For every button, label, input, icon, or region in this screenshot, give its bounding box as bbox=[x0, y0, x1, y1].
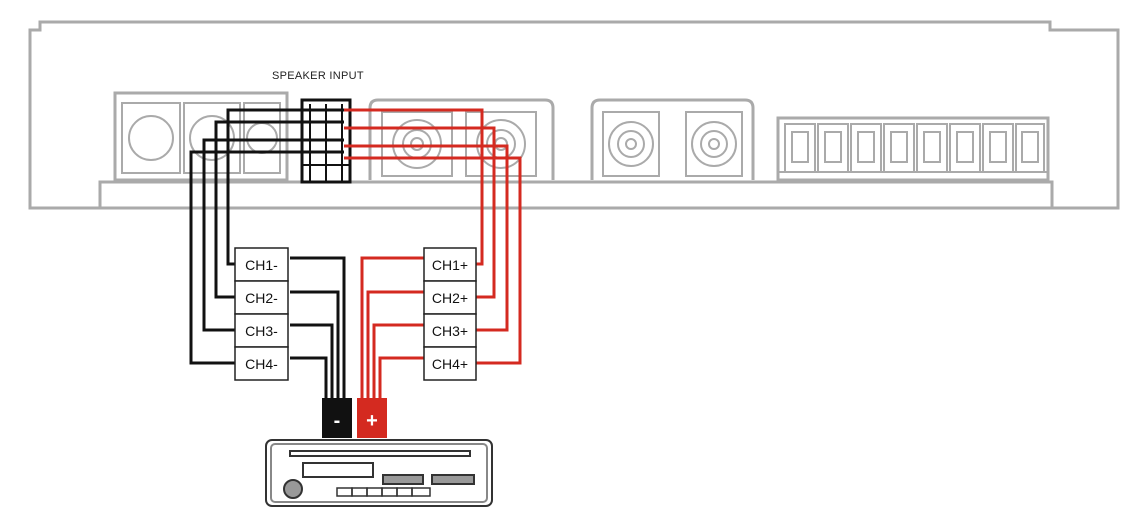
wire-ch4-negative bbox=[189, 150, 344, 365]
negative-plug bbox=[322, 398, 352, 438]
wire-ch4-positive bbox=[344, 156, 522, 365]
wire-positive-bundle-4 bbox=[378, 356, 424, 398]
amplifier-unit bbox=[28, 20, 1120, 210]
wire-ch2-negative bbox=[214, 120, 344, 299]
positive-terminal-box-2 bbox=[423, 280, 477, 315]
amplifier-base-step bbox=[98, 180, 1054, 208]
wire-ch1-negative bbox=[226, 108, 344, 266]
power-connector-block bbox=[113, 91, 289, 182]
negative-terminal-label-1: CH1- bbox=[245, 257, 278, 273]
speaker-output-terminal-block bbox=[776, 116, 1050, 182]
positive-terminal-box-4 bbox=[423, 346, 477, 381]
wire-positive-bundle-1 bbox=[360, 256, 424, 398]
head-unit bbox=[265, 439, 493, 507]
negative-terminal-box-4 bbox=[234, 346, 289, 381]
positive-plug-label: + bbox=[366, 410, 378, 432]
head-unit-buttons bbox=[336, 487, 431, 497]
positive-plug bbox=[357, 398, 387, 438]
wire-negative-bundle-4 bbox=[290, 356, 328, 398]
positive-terminal-label-4: CH4+ bbox=[432, 356, 468, 372]
negative-terminal-box-2 bbox=[234, 280, 289, 315]
negative-terminal-label-4: CH4- bbox=[245, 356, 278, 372]
amplifier-body-outline bbox=[28, 20, 1120, 210]
negative-terminal-label-2: CH2- bbox=[245, 290, 278, 306]
positive-terminal-box-3 bbox=[423, 313, 477, 348]
positive-terminal-label-3: CH3+ bbox=[432, 323, 468, 339]
negative-terminal-label-3: CH3- bbox=[245, 323, 278, 339]
wire-ch1-positive bbox=[344, 108, 484, 266]
head-unit-display bbox=[302, 462, 374, 478]
wire-positive-bundle-2 bbox=[366, 290, 424, 398]
wire-positive-bundle-3 bbox=[372, 323, 424, 398]
wire-ch2-positive bbox=[344, 126, 496, 299]
wire-negative-bundle-3 bbox=[290, 323, 334, 398]
wire-ch3-negative bbox=[202, 138, 344, 332]
wire-negative-bundle-1 bbox=[290, 256, 346, 398]
rca-output-panel bbox=[590, 98, 755, 180]
wire-ch3-positive bbox=[344, 144, 509, 332]
negative-terminal-box-3 bbox=[234, 313, 289, 348]
positive-terminal-label-1: CH1+ bbox=[432, 257, 468, 273]
speaker-input-label: SPEAKER INPUT bbox=[272, 70, 364, 82]
positive-terminal-label-2: CH2+ bbox=[432, 290, 468, 306]
head-unit-volume-knob bbox=[283, 479, 303, 499]
speaker-input-connector bbox=[300, 98, 352, 184]
positive-terminal-group: CH1+ CH2+ CH3+ CH4+ bbox=[423, 247, 477, 381]
rca-input-panel bbox=[368, 98, 555, 180]
negative-plug-label: - bbox=[334, 410, 341, 432]
wire-negative-bundle-2 bbox=[290, 290, 340, 398]
head-unit-cd-slot bbox=[289, 450, 471, 457]
negative-terminal-group: CH1- CH2- CH3- CH4- bbox=[234, 247, 289, 381]
